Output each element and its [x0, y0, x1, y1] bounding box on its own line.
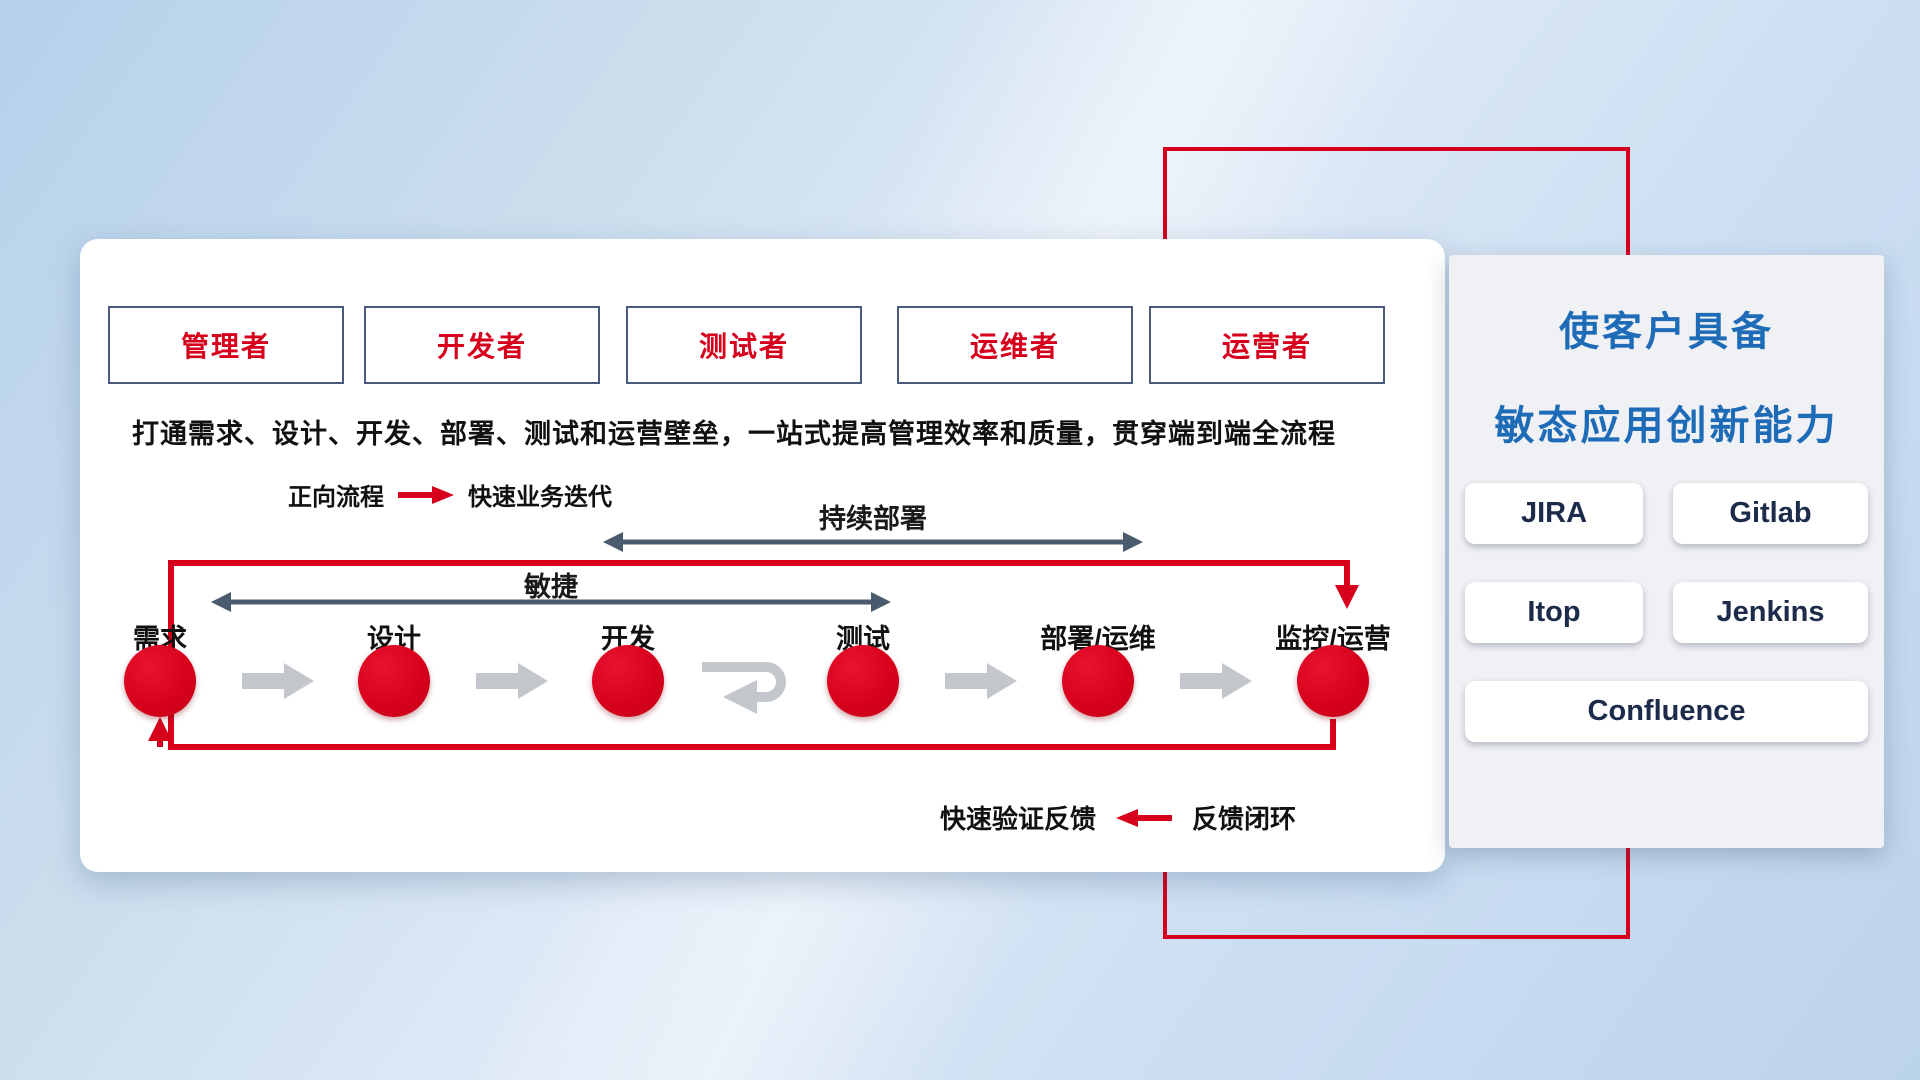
tool-chip-itop: Itop [1465, 582, 1643, 643]
panel-title-line2: 敏态应用创新能力 [1494, 404, 1839, 448]
forward-flow-desc: 快速业务迭代 [468, 484, 612, 511]
tool-chip-gitlab: Gitlab [1673, 483, 1868, 544]
role-label: 测试者 [698, 331, 789, 362]
step-arrow-icon [1180, 663, 1252, 699]
continuous-deploy-label: 持续部署 [819, 504, 927, 534]
red-right-arrow-icon [398, 485, 454, 504]
step-arrow-icon [476, 663, 548, 699]
role-label: 管理者 [180, 331, 271, 362]
role-box-operator: 运营者 [1149, 306, 1385, 384]
node-circle-testing [827, 645, 899, 717]
tool-label: Gitlab [1729, 497, 1812, 529]
role-label: 开发者 [436, 331, 527, 362]
red-loop-path [168, 560, 1359, 750]
node-circle-development [592, 645, 664, 717]
feedback-legend: 快速验证反馈 反馈闭环 [940, 799, 1296, 836]
tool-label: Itop [1527, 596, 1581, 628]
role-box-manager: 管理者 [108, 306, 344, 384]
node-circle-deploy-ops [1062, 645, 1134, 717]
tool-chip-jira: JIRA [1465, 483, 1643, 544]
role-label: 运营者 [1221, 331, 1312, 362]
red-left-arrow-icon [1116, 808, 1173, 827]
process-description: 打通需求、设计、开发、部署、测试和运营壁垒，一站式提高管理效率和质量，贯穿端到端… [132, 419, 1336, 449]
node-circle-design [358, 645, 430, 717]
feedback-label: 反馈闭环 [1192, 804, 1297, 834]
tool-chip-jenkins: Jenkins [1673, 582, 1868, 643]
tool-label: Confluence [1587, 695, 1746, 727]
role-box-developer: 开发者 [364, 306, 600, 384]
iteration-loop-icon [702, 662, 786, 715]
node-circle-monitor-operate [1297, 645, 1369, 717]
tool-chip-confluence: Confluence [1465, 681, 1868, 742]
devops-flow-card: 管理者 开发者 测试者 运维者 运营者 打通需求、设计、开发、部署、测试和运营壁… [80, 239, 1445, 872]
role-label: 运维者 [969, 331, 1060, 362]
tool-label: Jenkins [1716, 596, 1825, 628]
agile-label: 敏捷 [524, 572, 578, 602]
step-arrow-icon [945, 663, 1017, 699]
capability-panel: 使客户具备 敏态应用创新能力 JIRA Gitlab Itop Jenkins … [1449, 255, 1884, 848]
forward-flow-label: 正向流程 [288, 484, 384, 511]
flow-arrows-layer [148, 532, 1359, 750]
panel-title-line1: 使客户具备 [1559, 310, 1774, 354]
tool-label: JIRA [1520, 497, 1588, 529]
forward-flow-legend: 正向流程 快速业务迭代 [288, 477, 612, 512]
step-arrow-icon [242, 663, 314, 699]
role-box-ops: 运维者 [897, 306, 1133, 384]
feedback-desc: 快速验证反馈 [940, 804, 1097, 834]
node-circle-requirements [124, 645, 196, 717]
role-box-tester: 测试者 [626, 306, 862, 384]
